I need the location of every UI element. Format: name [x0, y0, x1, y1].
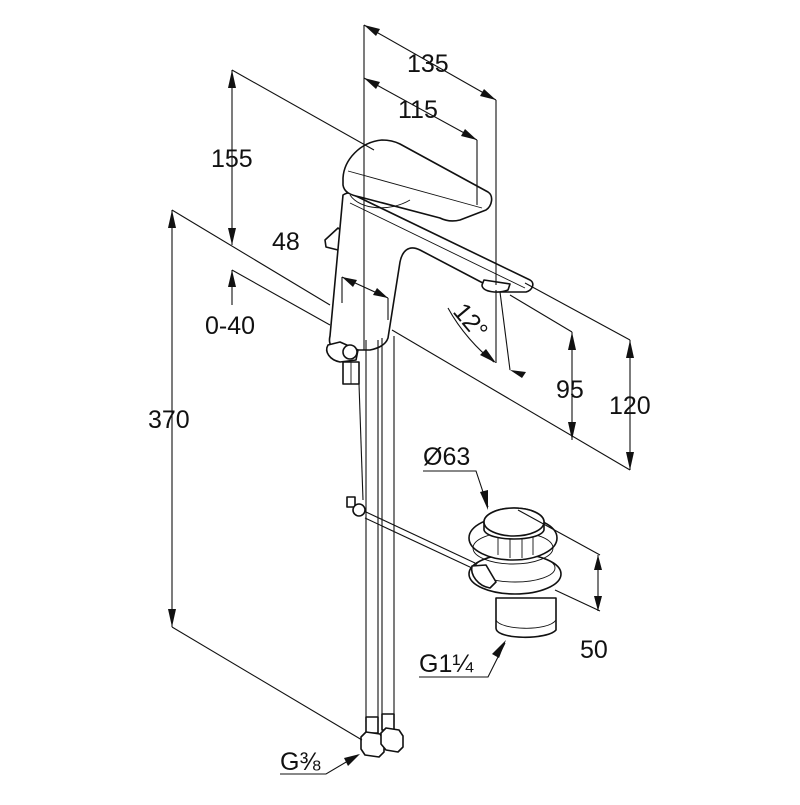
dim-spout-angle: 12°: [447, 298, 493, 345]
extension-lines: [171, 25, 631, 775]
dim-lever-height: 155: [211, 145, 253, 173]
dim-deck-thickness: 0-40: [205, 312, 255, 340]
dim-waste-diameter: Ø63: [423, 443, 470, 471]
popup-waste: [468, 507, 562, 639]
dim-waste-thread: G1¼: [419, 650, 474, 678]
supply-hoses: [358, 336, 404, 758]
dim-supply-thread: G⅜: [280, 748, 320, 776]
dim-body-depth: 48: [272, 228, 300, 256]
dim-spout-top-height: 120: [609, 392, 651, 420]
waste-linkage-rod: [364, 511, 476, 569]
lift-rod-bracket: [325, 341, 360, 385]
dim-outlet-height: 95: [556, 376, 584, 404]
dim-total-height: 370: [148, 406, 190, 434]
faucet-body: [324, 139, 534, 351]
lift-rod-knob: [346, 496, 366, 517]
dimension-lines: [168, 24, 634, 766]
dim-waste-height: 50: [580, 636, 608, 664]
dim-reach-total: 135: [407, 50, 449, 78]
dim-reach-spout: 115: [398, 96, 438, 124]
